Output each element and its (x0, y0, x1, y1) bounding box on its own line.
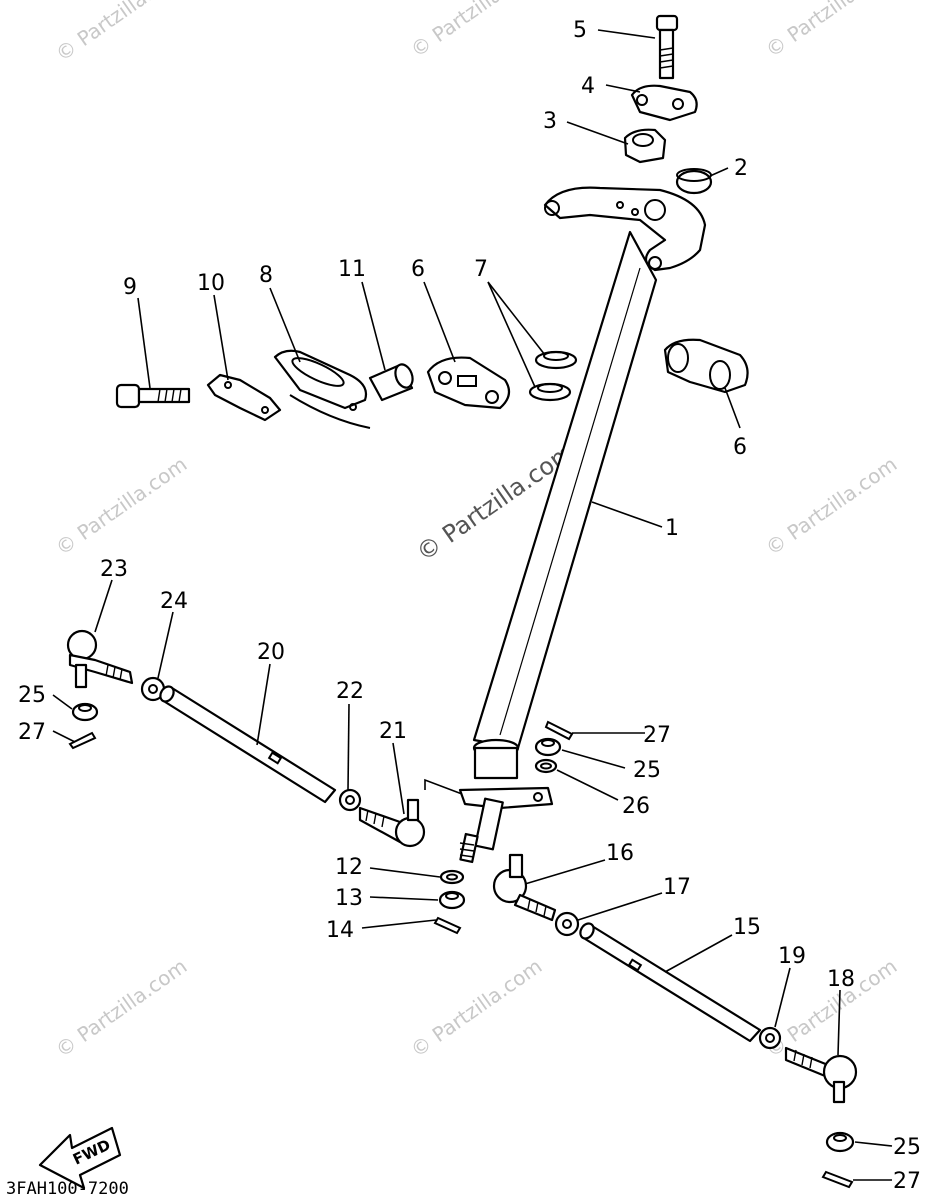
diagram-code: 3FAH100-7200 (6, 1179, 129, 1199)
callout-1: 1 (665, 516, 679, 541)
callout-2: 2 (734, 156, 748, 181)
watermark: © Partzilla.com (406, 954, 546, 1062)
part-tie-rod-end-21 (358, 798, 426, 848)
callout-27: 27 (18, 720, 46, 745)
part-cotter-pin-27-mid (544, 720, 574, 741)
callout-labels: 5 43 2 9 10 8 11 6 7 6 1 23 24 20 25 27 22 21 27 25 26 12 13 14… (18, 18, 921, 1194)
part-cotter-pin-27-left (68, 731, 97, 750)
part-nut-13 (438, 890, 466, 910)
watermark: © Partzilla.com (51, 0, 191, 66)
callout-25: 25 (18, 683, 46, 708)
part-nut-19 (758, 1026, 782, 1050)
callout-24: 24 (160, 589, 188, 614)
callout-20: 20 (257, 640, 285, 665)
part-tie-rod-20 (159, 685, 337, 804)
part-washer-12 (439, 869, 465, 885)
part-cotter-pin-27-right (821, 1170, 854, 1189)
callout-15: 15 (733, 915, 761, 940)
callout-19: 19 (778, 944, 806, 969)
watermark: © Partzilla.com (51, 452, 191, 560)
callout-25: 25 (633, 758, 661, 783)
part-cap-2 (675, 168, 713, 195)
part-holder-3 (623, 128, 667, 164)
part-tie-rod-end-16 (492, 853, 557, 922)
callout-22: 22 (336, 679, 364, 704)
leader-lines (52, 29, 893, 1181)
part-plate-10 (206, 373, 282, 422)
callout-26: 26 (622, 794, 650, 819)
callout-12: 12 (335, 855, 363, 880)
callout-11: 11 (338, 257, 366, 282)
part-collar-11 (368, 363, 414, 402)
watermark: © Partzilla.com (761, 0, 901, 62)
watermark: © Partzilla.com (406, 0, 546, 62)
part-nut-25-mid (534, 737, 562, 757)
part-bolt-5 (655, 14, 679, 80)
part-clamp-6-left (426, 356, 511, 410)
watermark: © Partzilla.com (761, 452, 901, 560)
callout-6: 6 (733, 435, 747, 460)
callout-27: 27 (893, 1169, 921, 1194)
part-tie-rod-end-18 (784, 1046, 858, 1104)
part-nut-22 (338, 788, 362, 812)
part-bushings-7 (528, 350, 578, 402)
callout-8: 8 (259, 263, 273, 288)
part-clamp-6-right (663, 338, 749, 394)
callout-25: 25 (893, 1135, 921, 1160)
part-cable-guide-8 (273, 349, 371, 429)
part-nut-25-right (825, 1131, 855, 1153)
watermarks: © Partzilla.com © Partzilla.com © Partzi… (51, 0, 901, 1062)
callout-6: 6 (411, 257, 425, 282)
callout-10: 10 (197, 271, 225, 296)
callout-4: 4 (581, 74, 595, 99)
part-washer-26 (534, 758, 558, 774)
callout-18: 18 (827, 967, 855, 992)
part-nut-17 (554, 911, 580, 937)
callout-3: 3 (543, 109, 557, 134)
callout-17: 17 (663, 875, 691, 900)
callout-16: 16 (606, 841, 634, 866)
callout-13: 13 (335, 886, 363, 911)
part-nut-24 (140, 676, 166, 702)
callout-23: 23 (100, 557, 128, 582)
part-cotter-pin-14 (433, 916, 462, 935)
part-bolt-9 (115, 383, 191, 409)
callout-7: 7 (474, 257, 488, 282)
part-upper-bracket (543, 186, 707, 272)
callout-5: 5 (573, 18, 587, 43)
callout-21: 21 (379, 719, 407, 744)
part-nut-25-left (71, 702, 99, 722)
part-steering-column (458, 230, 658, 864)
part-tie-rod-15 (579, 922, 762, 1043)
callout-9: 9 (123, 275, 137, 300)
callout-27: 27 (643, 723, 671, 748)
part-handlebar-holder-4 (630, 84, 698, 122)
watermark: © Partzilla.com (51, 954, 191, 1062)
part-tie-rod-end-23 (66, 629, 134, 689)
callout-14: 14 (326, 918, 354, 943)
